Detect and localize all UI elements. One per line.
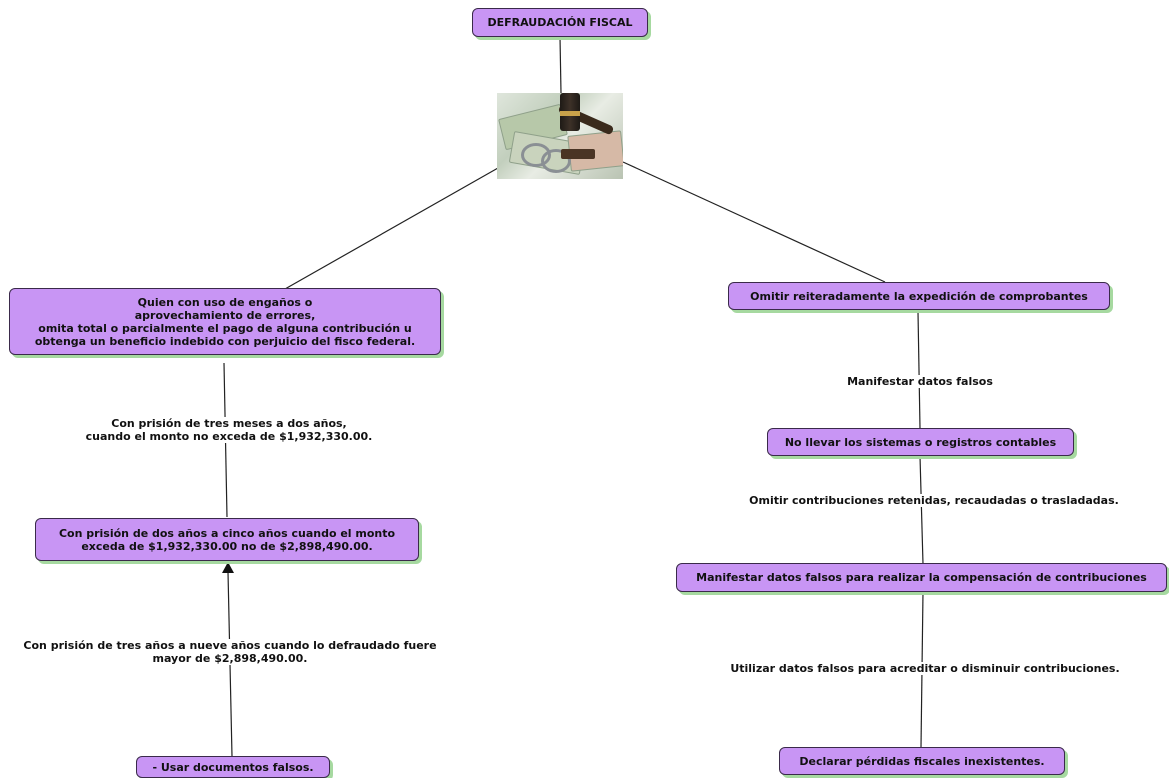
omitir-comprobantes-node[interactable]: Omitir reiteradamente la expedición de c… <box>728 282 1110 310</box>
arrowhead-icon <box>222 562 234 573</box>
title-node[interactable]: DEFRAUDACIÓN FISCAL <box>472 8 648 37</box>
edge-no-llevar-to-compensacion <box>919 455 924 565</box>
penalty-label-2: Con prisión de tres años a nueve años cu… <box>6 639 454 665</box>
omitir-contribuciones-label: Omitir contribuciones retenidas, recauda… <box>718 494 1150 507</box>
utilizar-datos-label: Utilizar datos falsos para acreditar o d… <box>711 662 1139 675</box>
handcuff-shape <box>541 149 571 173</box>
sound-block-shape <box>561 149 595 159</box>
edge-omitir-to-no-llevar <box>917 311 921 429</box>
compensacion-node[interactable]: Manifestar datos falsos para realizar la… <box>676 563 1167 592</box>
usar-documentos-node[interactable]: - Usar documentos falsos. <box>136 756 330 778</box>
edge-title-to-image <box>559 36 562 94</box>
manifestar-datos-label: Manifestar datos falsos <box>838 375 1002 388</box>
edge-image-to-definition <box>284 167 499 290</box>
penalty-node-2[interactable]: Con prisión de dos años a cinco años cua… <box>35 518 419 561</box>
gavel-band-shape <box>560 111 580 116</box>
definition-node[interactable]: Quien con uso de engaños o aprovechamien… <box>9 288 441 355</box>
declarar-perdidas-node[interactable]: Declarar pérdidas fiscales inexistentes. <box>779 747 1065 775</box>
penalty-label-1: Con prisión de tres meses a dos años, cu… <box>70 417 388 443</box>
gavel-money-handcuffs-image <box>497 93 623 179</box>
edge-image-to-omitir <box>622 161 886 283</box>
no-llevar-registros-node[interactable]: No llevar los sistemas o registros conta… <box>767 428 1074 456</box>
